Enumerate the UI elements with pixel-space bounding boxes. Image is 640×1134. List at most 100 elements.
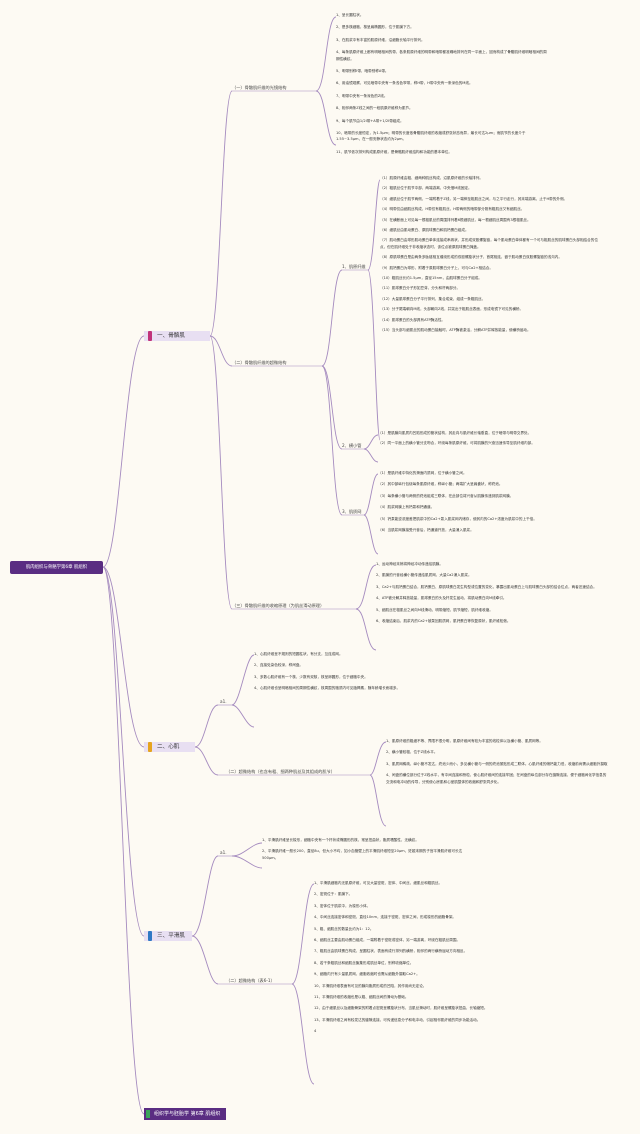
list-item: 1、肌原纤维的粗细不等、界限不很分明，肌原纤维间有较为丰富的线粒体以及横小管、肌… bbox=[386, 739, 543, 743]
section-1-label: 一、骨骼肌 bbox=[157, 333, 185, 339]
list-item: 3、肌质网稀疏，纵小管不发达，终池少而小，多见横小管与一侧的终池紧贴形成二联体。… bbox=[386, 761, 608, 766]
list-item: 6、用油镜观察，可见暗带中央有一条浅色窄带，称H带，H带中央有一条深色的M线。 bbox=[336, 81, 473, 86]
section-3-node[interactable]: 三、平滑肌 bbox=[148, 931, 185, 941]
list-item: （2）同一平面上的横小管分支吻合，环绕每条肌原纤维，可将肌膜的兴奋迅速传导至肌纤… bbox=[378, 441, 535, 446]
list-item: 3、Ca2+与肌钙蛋白结合，肌钙蛋白、原肌球蛋白发生构型或位置的变化，暴露出肌动… bbox=[376, 584, 597, 589]
list-item: （2）粗肌丝位于肌节中部，两端游离，中央借M线固定。 bbox=[380, 186, 472, 191]
list-item: （5）在横断面上可见每一根粗肌丝的周围排列着6根细肌丝，每一根细肌丝周围有3根粗… bbox=[380, 217, 531, 222]
list-item: （5）钙泵能逆浓度差把肌浆中的Ca2+泵入肌浆网内储存，使其内的Ca2+浓度为肌… bbox=[378, 516, 537, 521]
s1-g3-label[interactable]: （三）骨骼肌纤维的收缩原理（为肌丝滑动原理） bbox=[232, 603, 325, 608]
s2-g2-label[interactable]: （二）超微结构（也含有粗、细两种肌丝及其组成的肌节） bbox=[226, 769, 335, 774]
section-1-badge bbox=[148, 331, 152, 341]
s1-g2-c-label[interactable]: 3、肌质网 bbox=[342, 509, 362, 514]
list-item: （15）当头部与细肌丝的肌动蛋白接触时，ATP酶被激活，分解ATP并释放能量，使… bbox=[380, 328, 531, 333]
s3-g2-list: 1、平滑肌细胞内无肌原纤维，可见大量密斑、密体、中间丝、细肌丝和粗肌丝。 2、密… bbox=[314, 880, 530, 1035]
s3-g2-label[interactable]: （二）超微结构（表6-1） bbox=[226, 978, 275, 983]
section-2-label: 二、心肌 bbox=[157, 744, 180, 750]
list-item: （1）肌原纤维由粗、细两种肌丝构成，沿肌原纤维的长轴排列。 bbox=[380, 176, 483, 180]
list-item: 3、在肌浆中有丰富的肌原纤维，沿细胞长轴平行排列。 bbox=[336, 37, 425, 42]
section-1-bar bbox=[144, 331, 210, 341]
list-item: 1、平滑肌细胞内无肌原纤维，可见大量密斑、密体、中间丝、细肌丝和粗肌丝。 bbox=[314, 881, 443, 885]
footer-badge bbox=[146, 1110, 150, 1118]
s3-g1-label[interactable]: a1. bbox=[220, 850, 227, 855]
section-3-label: 三、平滑肌 bbox=[157, 933, 185, 939]
list-item: 9、细胞内只有少量肌质网，细胞收缩时也需从细胞外摄取Ca2+。 bbox=[314, 972, 420, 977]
list-item: （3）细肌丝位于肌节两侧，一端附着于Z线，另一端伸至粗肌丝之间，与之平行走行，其… bbox=[380, 196, 568, 201]
s2-g2-list: 1、肌原纤维的粗细不等、界限不很分明，肌原纤维间有较为丰富的线粒体以及横小管、肌… bbox=[386, 738, 608, 785]
list-item: 4 bbox=[314, 1029, 317, 1034]
list-item: 8、若干条粗肌丝和细肌丝聚集形成肌丝单位，别称收缩单位。 bbox=[314, 960, 414, 965]
list-item: 10、暗带的长度恒定，为1.5μm；明带的长度依骨骼肌纤维的收缩或舒张状态而异，… bbox=[336, 131, 526, 142]
section-3-bar bbox=[144, 931, 192, 941]
s1-g1-label[interactable]: （一）骨骼肌纤维的光镜结构 bbox=[232, 85, 287, 90]
list-item: 11、平滑肌纤维的收缩也是以粗、细肌丝间的滑动为基础。 bbox=[314, 995, 409, 1000]
s1-g3-list: 1、运动神经末梢将神经冲动传递给肌膜。 2、肌膜的兴奋经横小管传递给肌质网，大量… bbox=[376, 561, 604, 624]
list-item: 2、是多核细胞，核呈扁椭圆形，位于肌膜下方。 bbox=[336, 25, 414, 30]
section-1-node[interactable]: 一、骨骼肌 bbox=[148, 331, 185, 341]
s1-g2-b-label[interactable]: 2、横小管 bbox=[342, 443, 362, 448]
list-item: 4、中间丝连接密体和密斑，直径10nm，连接于密斑、密体之间，形成梭形的细胞骨架… bbox=[314, 915, 457, 920]
list-item: 2、连接处染色较深，称闰盘。 bbox=[254, 663, 304, 668]
list-item: 11、肌节依次排列构成肌原纤维，是骨骼肌纤维结构和功能的基本单位。 bbox=[336, 149, 452, 154]
list-item: 10、平滑肌纤维表面有可见的膜向胞质形成的凹陷，其作用尚无定论。 bbox=[314, 983, 427, 988]
list-item: 4、闰盘的横位部分位于Z线水平，有中间连接和桥粒，使心肌纤维间的连接牢固；在闰盘… bbox=[386, 773, 607, 784]
list-item: 8、相邻两条Z线之间的一段肌原纤维称为肌节。 bbox=[336, 106, 413, 111]
s1-g2-a-list: （1）肌原纤维由粗、细两种肌丝构成，沿肌原纤维的长轴排列。 （2）粗肌丝位于肌节… bbox=[380, 175, 605, 334]
list-item: （14）肌球蛋白的头部具有ATP酶活性。 bbox=[380, 317, 446, 322]
list-item: 5、粗、细肌丝的数量比约为1：12。 bbox=[314, 926, 374, 931]
list-item: （4）明带仅由细肌丝构成，H带仅有粗肌丝，H带两侧的暗带部分既有粗肌丝又有细肌丝… bbox=[380, 207, 525, 212]
s1-g2-b-list: （1）是肌膜向肌质内凹陷形成的管状结构，其走向与肌纤维长轴垂直，位于暗带与明带交… bbox=[378, 430, 603, 447]
list-item: （1）是肌膜向肌质内凹陷形成的管状结构，其走向与肌纤维长轴垂直，位于暗带与明带交… bbox=[378, 431, 532, 435]
section-2-node[interactable]: 二、心肌 bbox=[148, 742, 179, 752]
list-item: （12）大量肌球蛋白分子平行排列，集合成束，组成一条粗肌丝。 bbox=[380, 296, 486, 301]
footer-label: 组织学与胚胎学 第6章 肌组织 bbox=[154, 1111, 221, 1117]
section-3-badge bbox=[148, 931, 152, 941]
list-item: 5、明带别称I带，暗带别称A带。 bbox=[336, 69, 389, 74]
list-item: 4、每条肌原纤维上都有明暗相间的带，各条肌原纤维的明带和暗带都准确地排列在同一平… bbox=[336, 50, 547, 61]
list-item: 2、肌膜的兴奋经横小管传递给肌质网，大量Ca2涌入肌浆。 bbox=[376, 573, 472, 578]
s2-g1-list: 1、心肌纤维呈不规则的短圆柱状，有分支，互连成网。 2、连接处染色较深，称闰盘。… bbox=[254, 651, 474, 692]
s1-g2-label[interactable]: （二）骨骼肌纤维的超微结构 bbox=[232, 360, 287, 365]
footer-section-node[interactable]: 组织学与胚胎学 第6章 肌组织 bbox=[144, 1108, 227, 1120]
list-item: 5、细肌丝在粗肌丝之间向M线滑动，明带缩短，肌节缩短，肌纤维收缩。 bbox=[376, 607, 493, 612]
list-item: （9）肌钙蛋白为球形，附着于原肌球蛋白分子上，可与Ca2+相结合。 bbox=[380, 265, 493, 270]
list-item: （4）肌浆网膜上有钙泵和钙通道。 bbox=[378, 505, 435, 510]
list-item: 6、细肌丝主要由肌动蛋白组成，一端附着于密斑或密体，另一端游离，环绕在粗肌丝周围… bbox=[314, 938, 461, 943]
list-item: （13）分子尾端朝向M线，头部朝向Z线，并突出于粗肌丝表面，形成电镜下可见的横桥… bbox=[380, 307, 524, 312]
list-item: 1、心肌纤维呈不规则的短圆柱状，有分支，互连成网。 bbox=[254, 652, 343, 656]
section-2-badge bbox=[148, 742, 152, 752]
list-item: （11）肌球蛋白分子形如豆芽，分头和杆两部分。 bbox=[380, 286, 461, 291]
s1-g2-c-list: （1）是肌纤维中特化的滑面内质网，位于横小管之间。 （2）其中部纵行包绕每条肌原… bbox=[378, 470, 606, 533]
list-item: （10）粗肌丝长约1.5μm，直径15nm，由肌球蛋白分子组成。 bbox=[380, 276, 482, 281]
list-item: （3）每条横小管与两侧的终池组成三联体，在此部位将兴奋从肌膜传递到肌浆网膜。 bbox=[378, 493, 514, 498]
list-item: （6）当肌浆网膜接受兴奋后，钙通道开放，大量涌入肌浆。 bbox=[378, 528, 474, 533]
section-2-bar bbox=[144, 742, 195, 752]
list-item: （6）细肌丝由肌动蛋白、原肌球蛋白和肌钙蛋白组成。 bbox=[380, 228, 469, 233]
root-node[interactable]: 肌肉组织与骨骼学第6章 肌组织 bbox=[10, 561, 103, 574]
list-item: 2、平滑肌纤维一般长200，直径8u，但大小不均，如小血管壁上的平滑肌纤维短至2… bbox=[262, 849, 463, 860]
list-item: （2）其中部纵行包绕每条肌原纤维，称纵小管；两端扩大呈扁囊状，称终池。 bbox=[378, 482, 503, 487]
list-item: 7、明带中央有一条深色的Z线。 bbox=[336, 93, 388, 98]
list-item: 3、密体位于肌浆中，为梭形小体。 bbox=[314, 903, 371, 908]
list-item: 4、心肌纤维也呈明暗相间的周期性横纹，核周围的胞质内可见脂褐素，随年龄增长而增多… bbox=[254, 686, 401, 691]
s3-g1-list: 1、平滑肌纤维呈长梭形，细胞中央有一个杆状或椭圆形的核，常呈扭曲状，胞质嗜酸性，… bbox=[262, 837, 474, 861]
list-item: 9、每个肌节由1/2I带+A带+1/2I带组成。 bbox=[336, 118, 404, 123]
list-item: 3、多数心肌纤维有一个核，少数有双核，核呈卵圆形，位于细胞中央。 bbox=[254, 674, 368, 679]
list-item: （7）肌动蛋白由球形肌动蛋白单体连接成串珠状，并形成双股螺旋链，每个肌动蛋白单体… bbox=[380, 238, 598, 249]
list-item: （8）原肌球蛋白是由两条多肽链相互缠绕形成的双股螺旋状分子，首尾相连，嵌于肌动蛋… bbox=[380, 255, 562, 260]
list-item: 6、收缩结束后，肌浆内的Ca2+被泵回肌质网，肌钙蛋白等恢复原状，肌纤维松弛。 bbox=[376, 619, 511, 624]
list-item: 1、运动神经末梢将神经冲动传递给肌膜。 bbox=[376, 562, 443, 566]
list-item: 1、平滑肌纤维呈长梭形，细胞中央有一个杆状或椭圆形的核，常呈扭曲状，胞质嗜酸性，… bbox=[262, 838, 419, 842]
list-item: 2、横小管较粗，位于Z线水平。 bbox=[386, 750, 438, 755]
list-item: 12、由于细肌丝以及细胞骨架的附着点密斑呈螺旋状分布，当肌丝滑动时，肌纤维呈螺旋… bbox=[314, 1006, 488, 1011]
s1-g2-a-label[interactable]: 1、肌原纤维 bbox=[342, 264, 366, 269]
list-item: （1）是肌纤维中特化的滑面内质网，位于横小管之间。 bbox=[378, 471, 467, 475]
s1-g1-list: 1、呈长圆柱状。 2、是多核细胞，核呈扁椭圆形，位于肌膜下方。 3、在肌浆中有丰… bbox=[336, 12, 550, 155]
list-item: 13、平滑肌纤维之间有较发达的缝隙连接，可传递信息分子和电冲动，引起相邻肌纤维的… bbox=[314, 1017, 481, 1022]
list-item: 7、粗肌丝由肌球蛋白构成，呈圆柱状，表面有成行排列的横桥，相邻的两行横桥屈动方向… bbox=[314, 949, 468, 954]
list-item: 2、密斑位于：肌膜下。 bbox=[314, 892, 353, 897]
list-item: 1、呈长圆柱状。 bbox=[336, 13, 364, 17]
s2-g1-label[interactable]: a1. bbox=[220, 699, 227, 704]
list-item: 4、ATP被分解并释放能量，肌球蛋白的头及杆发生屈动，将肌动蛋白向M线牵引。 bbox=[376, 596, 507, 601]
